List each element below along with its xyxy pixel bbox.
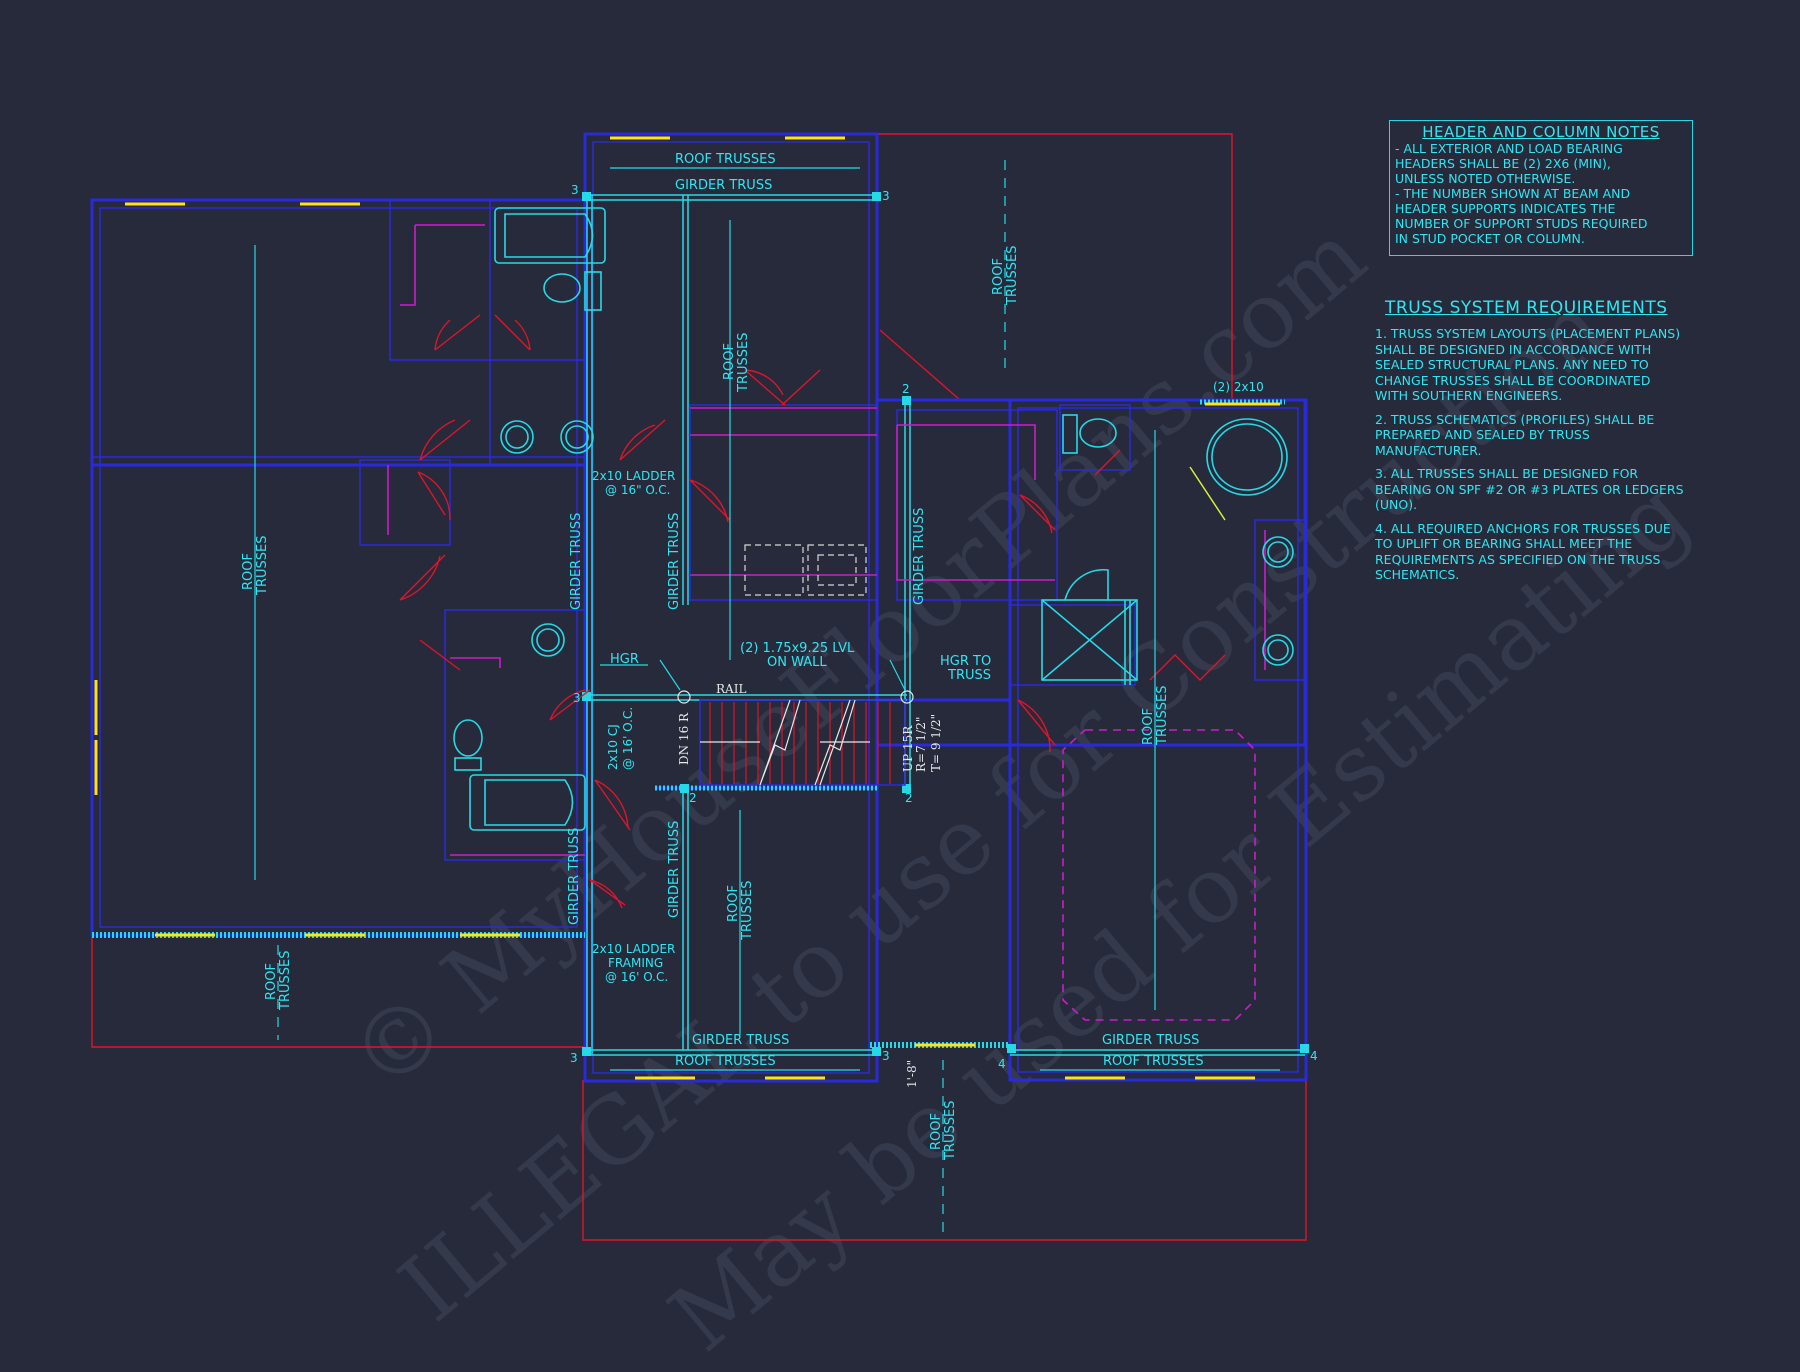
label-ladder-2b: FRAMING xyxy=(608,956,663,970)
label-girder-truss-bottom-2: GIRDER TRUSS xyxy=(1102,1033,1199,1048)
label-roof-right: ROOF xyxy=(1141,708,1156,745)
label-roof-bottom: ROOF xyxy=(929,1113,944,1150)
label-hgr-to: HGR TO xyxy=(940,654,991,669)
label-roof-center-1: ROOF xyxy=(722,343,737,380)
stud-count-8: 3 xyxy=(882,1049,890,1063)
stud-count-7: 3 xyxy=(570,1051,578,1065)
truss-requirement-1: 1. TRUSS SYSTEM LAYOUTS (PLACEMENT PLANS… xyxy=(1375,326,1681,403)
label-girder-truss-v4: GIRDER TRUSS xyxy=(567,828,582,925)
label-truss: TRUSS xyxy=(947,668,991,683)
label-trusses-bottom: TRUSSES xyxy=(943,1101,958,1161)
label-girder-truss-v5: GIRDER TRUSS xyxy=(667,821,682,918)
stud-count-4: 3 xyxy=(573,691,581,705)
stud-count-9: 4 xyxy=(998,1057,1006,1071)
label-roof-trusses-bottom-1: ROOF TRUSSES xyxy=(675,1054,776,1069)
label-trusses-top-right: TRUSSES xyxy=(1005,246,1020,306)
label-lvl-2: ON WALL xyxy=(767,655,827,670)
stud-count-10: 4 xyxy=(1310,1049,1318,1063)
stud-count-3: 2 xyxy=(902,382,910,396)
label-header-2x10: (2) 2x10 xyxy=(1213,380,1264,394)
label-girder-truss-top: GIRDER TRUSS xyxy=(675,178,772,193)
label-roof-trusses-bottom-2: ROOF TRUSSES xyxy=(1103,1054,1204,1069)
header-notes-line: HEADER SUPPORTS INDICATES THE xyxy=(1395,201,1616,216)
label-girder-truss-bottom-1: GIRDER TRUSS xyxy=(692,1033,789,1048)
exterior-walls xyxy=(90,132,1308,1083)
header-notes-line: IN STUD POCKET OR COLUMN. xyxy=(1395,231,1585,246)
label-roof-trusses-top: ROOF TRUSSES xyxy=(675,152,776,167)
header-column-notes: HEADER AND COLUMN NOTES - ALL EXTERIOR A… xyxy=(1389,120,1693,256)
header-notes-line: NUMBER OF SUPPORT STUDS REQUIRED xyxy=(1395,216,1648,231)
label-roof-center-2: ROOF xyxy=(726,885,741,922)
label-ladder-2c: @ 16' O.C. xyxy=(605,970,668,984)
plan-labels: ROOF TRUSSES GIRDER TRUSS ROOF TRUSSES R… xyxy=(241,152,1318,1161)
casework xyxy=(387,224,1266,1021)
header-notes-line: HEADERS SHALL BE (2) 2x6 (MIN), xyxy=(1395,156,1611,171)
windows xyxy=(94,136,1280,1080)
label-rail: RAIL xyxy=(716,682,746,696)
plumbing-fixtures xyxy=(453,207,1294,831)
header-notes-line: - THE NUMBER SHOWN AT BEAM AND xyxy=(1395,186,1631,201)
truss-requirements-title: TRUSS SYSTEM REQUIREMENTS xyxy=(1385,298,1668,318)
doors xyxy=(399,314,1226,909)
label-trusses-right: TRUSSES xyxy=(1155,686,1170,746)
label-girder-truss-v3: GIRDER TRUSS xyxy=(912,508,927,605)
header-notes-line: - ALL EXTERIOR AND LOAD BEARING xyxy=(1395,141,1623,156)
label-roof-top-right: ROOF xyxy=(991,258,1006,295)
label-cj-2: @ 16' O.C. xyxy=(621,707,635,770)
label-roof-left-2: ROOF xyxy=(264,963,279,1000)
label-ladder-2: 2x10 LADDER xyxy=(592,942,675,956)
label-stair-up: UP 15R xyxy=(901,725,915,772)
interior-walls xyxy=(359,199,1306,861)
stud-count-2: 3 xyxy=(882,189,890,203)
label-ladder-1: 2x10 LADDER xyxy=(592,469,675,483)
label-lvl-1: (2) 1.75x9.25 LVL xyxy=(740,641,855,656)
girder-truss-lines xyxy=(585,194,1305,1056)
label-trusses-center-2: TRUSSES xyxy=(740,881,755,941)
span-lines xyxy=(254,160,1280,1235)
label-cj-1: 2x10 CJ xyxy=(606,724,620,770)
label-roof-left-1: ROOF xyxy=(241,553,256,590)
stud-count-6: 2 xyxy=(905,791,913,805)
label-ladder-1b: @ 16" O.C. xyxy=(605,483,670,497)
header-notes-line: UNLESS NOTED OTHERWISE. xyxy=(1395,171,1576,186)
label-girder-truss-v2: GIRDER TRUSS xyxy=(667,513,682,610)
label-stair-down: DN 16 R xyxy=(677,712,691,765)
label-stair-tread: T= 9 1/2" xyxy=(929,714,943,772)
staircase xyxy=(677,690,914,786)
stud-count-5: 2 xyxy=(689,791,697,805)
label-trusses-center-1: TRUSSES xyxy=(736,333,751,393)
label-girder-truss-v1: GIRDER TRUSS xyxy=(569,513,584,610)
label-trusses-left-2: TRUSSES xyxy=(278,951,293,1011)
header-notes-title: HEADER AND COLUMN NOTES xyxy=(1422,123,1660,141)
stud-count-1: 3 xyxy=(571,183,579,197)
label-stair-riser: R=7 1/2" xyxy=(914,717,928,772)
label-trusses-left-1: TRUSSES xyxy=(255,536,270,596)
column-markers xyxy=(582,192,1309,1056)
chase-boxes xyxy=(744,544,867,596)
truss-system-requirements: TRUSS SYSTEM REQUIREMENTS 1. TRUSS SYSTE… xyxy=(1375,298,1755,583)
label-hgr: HGR xyxy=(610,652,639,667)
roof-outline xyxy=(91,133,1307,1241)
label-dim-1-8: 1'-8" xyxy=(905,1060,919,1088)
